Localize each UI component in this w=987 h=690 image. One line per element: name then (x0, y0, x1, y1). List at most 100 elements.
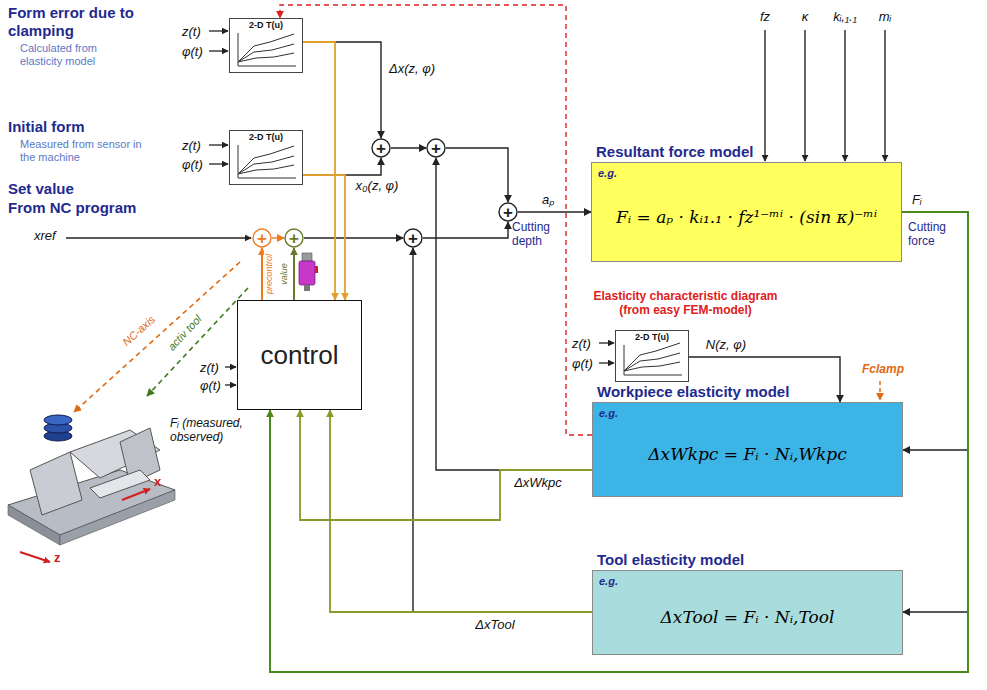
node-text: control (260, 340, 338, 371)
sum-sign: + (498, 202, 518, 222)
annotation-label: NC-axis (120, 313, 158, 349)
annotation-label: z(t) (572, 336, 591, 352)
active-tool-arrow (147, 288, 248, 396)
parameter-arrow (884, 30, 886, 161)
setpoint-arrow (66, 237, 251, 239)
connector (902, 212, 968, 612)
junction-outline (285, 229, 303, 247)
model-box: Resultant force modele.g.Fᵢ = aₚ · kᵢ₁.₁… (591, 162, 902, 262)
input-arrow (225, 366, 236, 367)
graph-curve (238, 44, 294, 62)
summing-junction: + (426, 138, 446, 158)
junction-outline (404, 229, 422, 247)
connector (303, 175, 345, 300)
connector (303, 158, 381, 175)
signal-label: value (279, 261, 289, 287)
graph-curve (238, 34, 294, 62)
signal-label: ΔxTool (473, 618, 516, 633)
graph-curve (624, 343, 680, 371)
annotation-label: fz (760, 9, 770, 25)
junction-outline (499, 203, 517, 221)
valve-port (304, 285, 310, 291)
summing-junction: + (403, 228, 423, 248)
annotation-label: Cutting force (908, 220, 962, 249)
annotation-label: Measured from sensor in the machine (20, 138, 145, 164)
annotation-label: activ tool (165, 313, 204, 354)
input-arrow (599, 362, 614, 363)
input-arrow (225, 384, 236, 385)
model-box: Tool elasticity modele.g.ΔxTool = Fᵢ · N… (592, 570, 903, 655)
clamp-force-arrow (879, 381, 881, 400)
graph-curve (624, 353, 680, 371)
parameter-arrow (844, 30, 846, 161)
axis-drive-disk (44, 415, 72, 425)
connector (272, 237, 284, 238)
machine-column (30, 452, 82, 515)
model-heading: Tool elasticity model (597, 551, 744, 568)
annotation-label: Cutting depth (512, 220, 562, 249)
machine-table (90, 470, 150, 498)
graph-curve (238, 53, 294, 62)
model-formula: ΔxWkpc = Fᵢ · Nᵢ,Wkpc (648, 444, 846, 464)
graph-curve (624, 362, 680, 371)
node-text: 2-D T(u) (616, 332, 688, 342)
graph-curve (238, 165, 294, 174)
valve-knob (315, 266, 318, 273)
model-formula: Fᵢ = aₚ · kᵢ₁.₁ · fz¹⁻ᵐⁱ · (sin κ)⁻ᵐⁱ (616, 207, 877, 227)
graph-axes (238, 145, 296, 178)
connector (303, 42, 335, 300)
annotation-label: Fclamp (862, 362, 904, 376)
annotation-label: φ(t) (572, 356, 593, 372)
connector (330, 410, 592, 612)
annotation-label: z(t) (182, 138, 201, 154)
machine-illustration (8, 415, 175, 562)
input-arrow (209, 50, 228, 51)
valve-body (299, 261, 315, 285)
parameter-arrow (764, 30, 766, 161)
model-heading: Workpiece elasticity model (597, 383, 789, 400)
x-axis-arrow (122, 489, 150, 500)
model-formula: ΔxTool = Fᵢ · Nᵢ,Tool (661, 607, 835, 627)
table-box: 2-D T(u) (229, 18, 303, 73)
annotation-label: z(t) (182, 24, 201, 40)
annotation-label: Fᵢ (measured, observed) (170, 416, 248, 445)
sum-sign: + (284, 228, 304, 248)
signal-label: N(z, φ) (704, 338, 748, 353)
valve-icon (299, 253, 318, 291)
annotation-label: Fᵢ (912, 192, 922, 208)
annotation-label: φ(t) (182, 44, 203, 60)
connector (303, 42, 381, 138)
connector (270, 212, 968, 672)
connector (413, 248, 592, 612)
signal-label: x₀(z, φ) (354, 179, 401, 194)
input-arrow (209, 163, 228, 164)
sum-sign: + (426, 138, 446, 158)
sum-sign: + (403, 228, 423, 248)
input-arrow (209, 30, 228, 31)
connector (304, 237, 403, 238)
annotation-label: Elasticity characteristic diagram (from … (578, 289, 793, 318)
sum-sign: + (371, 138, 391, 158)
connector (300, 410, 592, 520)
input-arrows (66, 30, 885, 412)
annotation-label: φ(t) (200, 378, 221, 394)
annotation-label: From NC program (8, 199, 136, 217)
connector (902, 212, 968, 450)
annotation-label: z (54, 550, 61, 566)
annotation-label: Form error due to clamping (8, 4, 158, 40)
example-tag: e.g. (599, 407, 618, 419)
model-box: Workpiece elasticity modele.g.ΔxWkpc = F… (592, 402, 903, 497)
node-text: 2-D T(u) (230, 132, 302, 142)
annotation-label: κ (802, 9, 809, 25)
sum-sign: + (252, 228, 272, 248)
annotation-label: Calculated from elasticity model (20, 42, 130, 68)
model-heading: Resultant force model (596, 143, 754, 160)
connector (391, 147, 426, 148)
annotation-label: mᵢ (879, 9, 891, 25)
summing-junction: + (498, 202, 518, 222)
junction-outline (427, 139, 445, 157)
annotation-label: xref (34, 228, 56, 244)
example-tag: e.g. (599, 575, 618, 587)
connector (261, 248, 263, 300)
